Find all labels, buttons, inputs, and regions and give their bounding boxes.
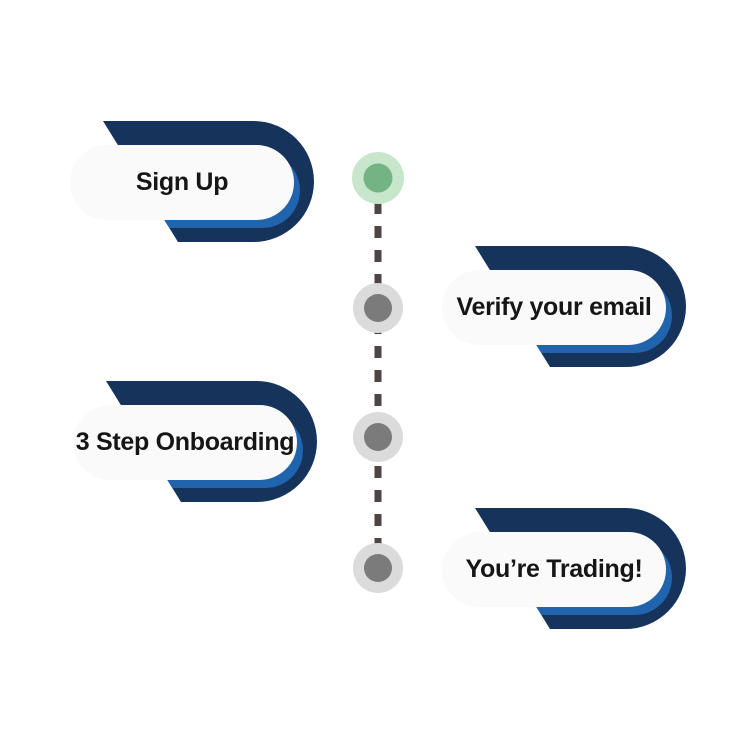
step-1-label: Sign Up bbox=[135, 168, 229, 196]
step-2-label: Verify your email bbox=[456, 293, 652, 321]
step-1-pill: Sign Up bbox=[70, 145, 294, 220]
step-3-pill: 3 Step Onboarding bbox=[73, 405, 297, 480]
step-2-pill: Verify your email bbox=[442, 270, 666, 345]
timeline-dot-3-core bbox=[364, 423, 392, 451]
step-3-label: 3 Step Onboarding bbox=[75, 428, 295, 456]
step-4-trading: You’re Trading! bbox=[442, 508, 686, 629]
step-4-label: You’re Trading! bbox=[465, 555, 643, 583]
step-1-sign-up: Sign Up bbox=[70, 121, 314, 242]
step-3-onboarding: 3 Step Onboarding bbox=[73, 381, 317, 502]
step-2-verify-email: Verify your email bbox=[442, 246, 686, 367]
timeline-dot-1-core bbox=[363, 163, 393, 193]
step-4-pill: You’re Trading! bbox=[442, 532, 666, 607]
timeline-dot-2-core bbox=[364, 294, 392, 322]
timeline-dot-4-core bbox=[364, 554, 392, 582]
